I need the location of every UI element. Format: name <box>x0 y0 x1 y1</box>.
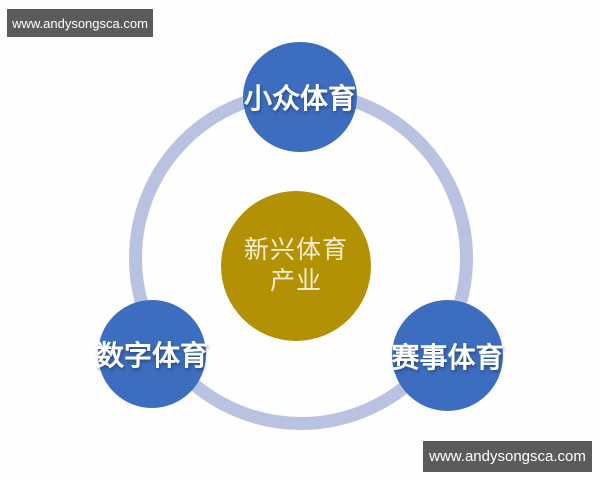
node-niche-sports-label: 小众体育 <box>243 83 356 114</box>
node-digital-sports: 数字体育 <box>96 300 209 408</box>
watermark-bottom: www.andysongsca.com <box>423 441 592 472</box>
node-event-sports: 赛事体育 <box>391 300 504 411</box>
node-event-sports-label: 赛事体育 <box>391 341 504 373</box>
center-node-label-line1: 新兴体育 <box>243 236 348 264</box>
node-digital-sports-label: 数字体育 <box>96 340 209 371</box>
center-node-label-line2: 产业 <box>269 267 322 295</box>
node-niche-sports: 小众体育 <box>243 42 357 152</box>
watermark-top: www.andysongsca.com <box>7 9 153 37</box>
center-node-emerging-sports-industry: 新兴体育 产业 <box>221 191 371 341</box>
